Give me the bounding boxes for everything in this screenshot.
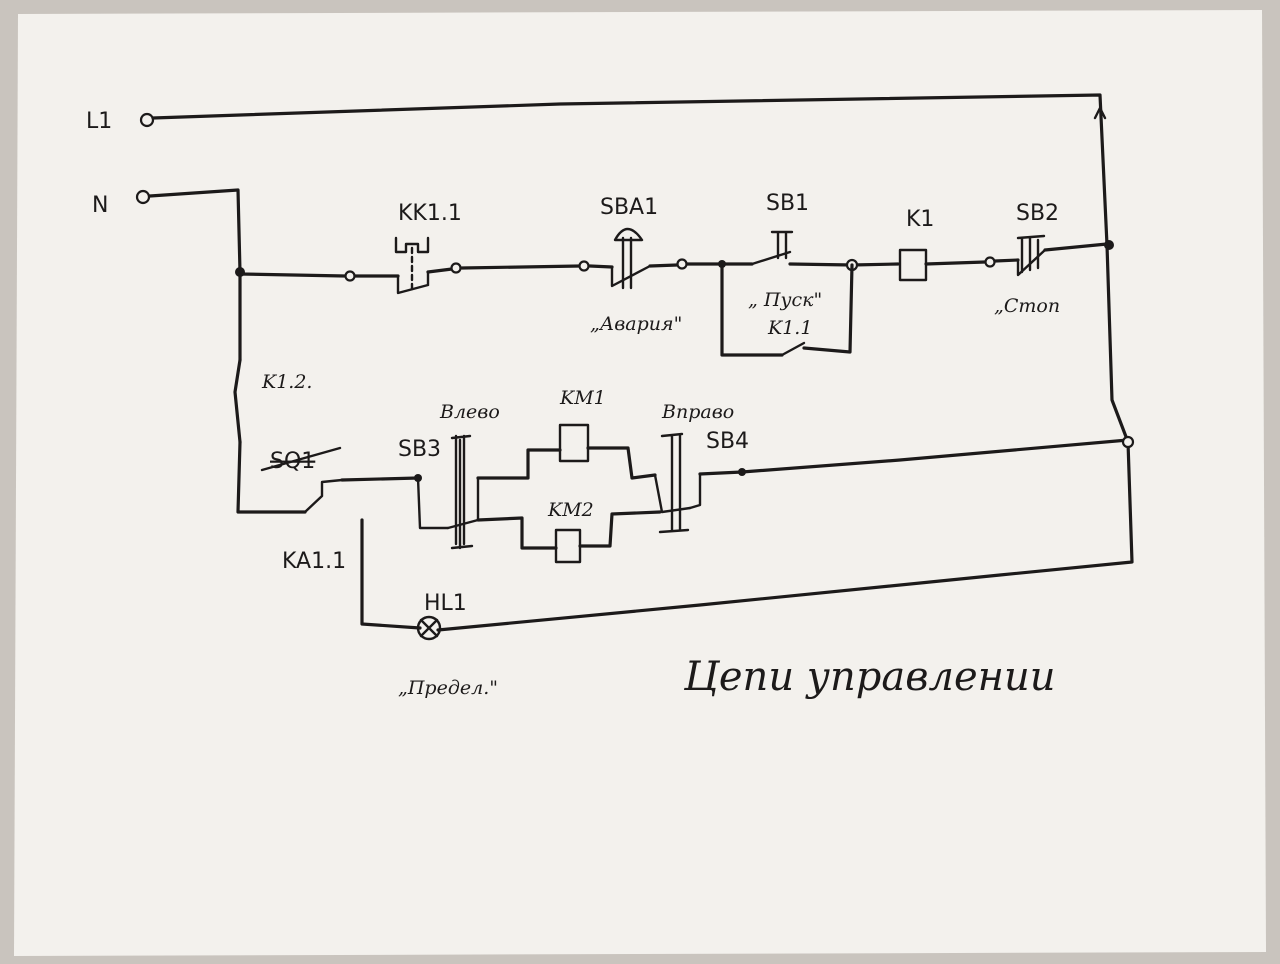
neutral-n-label: N [92, 193, 108, 218]
sb2-label: SB2 [1016, 201, 1059, 226]
sb1-start-button: SB1 „ Пуск" [718, 191, 859, 311]
junction-right-top [1104, 240, 1114, 250]
sb4-right-button: Вправо SB4 [653, 401, 749, 534]
l1-arrow [1093, 106, 1107, 120]
km1-label: KM1 [559, 387, 606, 409]
k1-2-contact: K1.2. [233, 358, 312, 444]
kk1-1-label: KK1.1 [398, 201, 462, 226]
ka1-1-label: KA1.1 [282, 549, 346, 574]
hl1-caption: „Предел." [398, 677, 498, 699]
junction-right-mid [1121, 435, 1135, 449]
ka1-1-contact: KA1.1 [282, 478, 346, 574]
sb4-label: SB4 [706, 429, 749, 454]
junction-left-top [235, 267, 245, 277]
hl1-indicator-lamp: HL1 „Предел." [360, 518, 498, 699]
km1-coil: KM1 [558, 387, 606, 463]
row2-wire [340, 438, 1130, 482]
km2-coil: KM2 [476, 499, 662, 564]
kk1-1-contact: KK1.1 [344, 201, 462, 295]
lamp-icon [416, 615, 442, 641]
neutral-bus-wire [148, 188, 242, 362]
mushroom-head-icon [613, 227, 644, 242]
neutral-bus-lower [236, 440, 307, 514]
sb4-caption: Вправо [661, 401, 734, 423]
km2-label: KM2 [547, 499, 594, 521]
sba1-emergency-button: SBA1 „Авария" [578, 195, 688, 335]
k1-2-label: K1.2. [261, 371, 312, 393]
phase-l1-label: L1 [86, 109, 112, 134]
sb3-caption: Влево [439, 401, 500, 423]
sba1-caption: „Авария" [590, 313, 682, 335]
k1-1-seal-contact: K1.1 [720, 262, 854, 357]
k1-1-label: K1.1 [767, 317, 812, 339]
k1-label: K1 [906, 207, 934, 232]
junction-sb4 [738, 468, 746, 476]
diagram-title: Цепи управлении [683, 654, 1056, 700]
sb1-caption: „ Пуск" [748, 289, 822, 311]
sb1-label: SB1 [766, 191, 809, 216]
hl1-label: HL1 [424, 591, 467, 616]
sb3-label: SB3 [398, 437, 441, 462]
k1-coil: K1 [898, 207, 934, 282]
l1-bus-wire [151, 93, 1134, 632]
sba1-label: SBA1 [600, 195, 658, 220]
sb3-left-button: Влево SB3 [398, 401, 500, 550]
paper-sheet [14, 10, 1266, 956]
sb2-stop-button: SB2 „Стоп [984, 201, 1060, 317]
sb2-caption: „Стоп [994, 295, 1060, 317]
sq1-limit-switch: SQ1 [260, 446, 342, 474]
phase-l1-terminal: L1 [86, 109, 155, 134]
